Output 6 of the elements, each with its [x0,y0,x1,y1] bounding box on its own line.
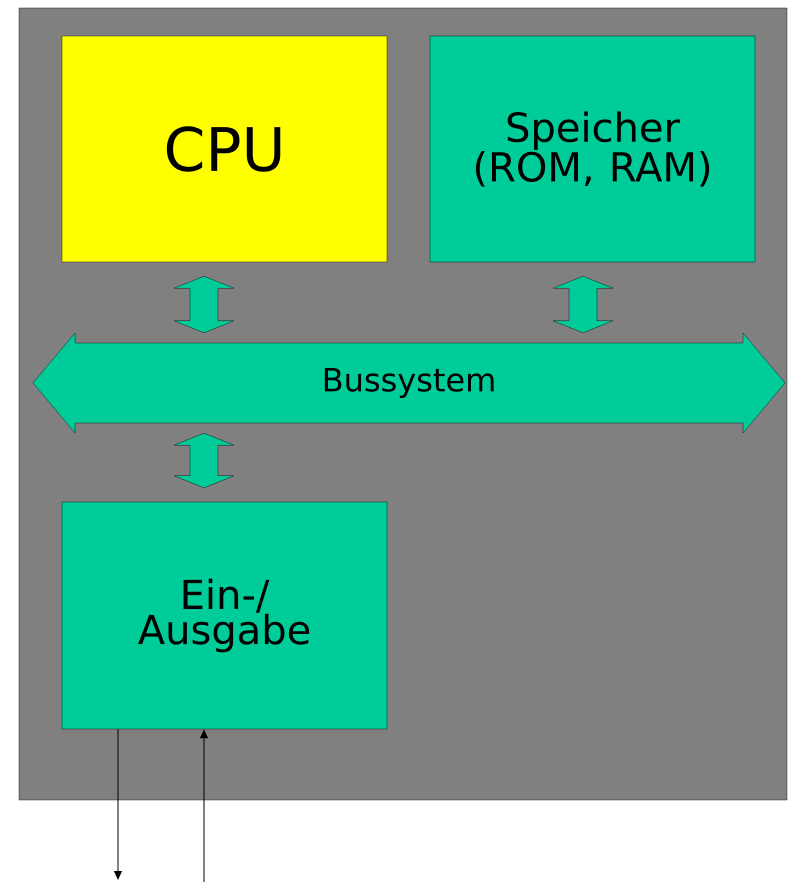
component-box: Speicher (ROM, RAM) [430,36,756,262]
component-box: Ein-/ Ausgabe [62,502,388,730]
block-arrow [174,276,234,333]
block-arrow [174,433,234,488]
component-box: CPU [62,36,388,262]
block-arrow [552,276,614,333]
